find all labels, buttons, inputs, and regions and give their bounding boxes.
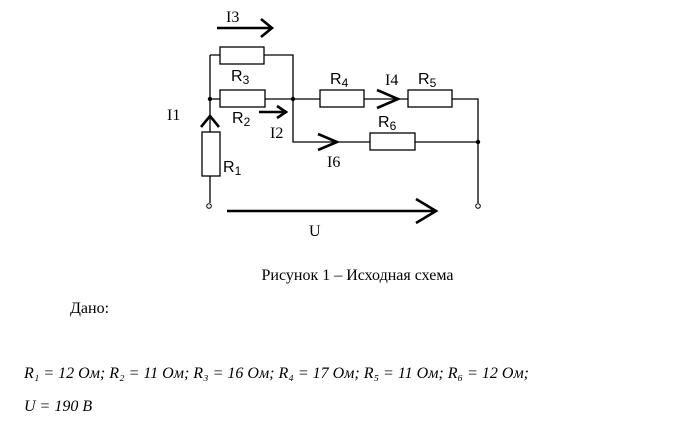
label-i2: I2 [270, 125, 283, 142]
label-r2: R2 [232, 110, 251, 129]
arrow-i4 [376, 88, 402, 110]
arrow-u [227, 197, 439, 225]
label-r5: R5 [418, 71, 437, 90]
arrow-i3 [217, 17, 275, 39]
arrow-i1 [199, 113, 221, 128]
arrow-i6 [317, 132, 341, 152]
label-i6: I6 [327, 154, 340, 171]
label-r6: R6 [378, 114, 397, 133]
resistor-r6 [369, 132, 416, 151]
resistor-r1 [201, 131, 221, 177]
node [290, 96, 296, 102]
label-i4: I4 [385, 72, 398, 89]
label-u: U [309, 223, 321, 240]
label-r3: R3 [231, 68, 250, 87]
resistor-r2 [219, 89, 266, 108]
resistor-r5 [407, 89, 453, 108]
arrow-i2 [259, 104, 289, 120]
circuit-diagram: I3 I1 I2 I4 I6 U R3 R2 R4 R5 R6 R1 [167, 9, 481, 240]
node [475, 139, 481, 145]
label-i3: I3 [226, 9, 239, 26]
label-i1: I1 [167, 107, 180, 124]
given-title: Дано: [70, 300, 110, 317]
figure-caption: Рисунок 1 – Исходная схема [261, 267, 454, 284]
terminal-left [206, 203, 212, 209]
given-resistances: R₁ = 12 Ом; R₂ = 11 Ом; R₃ = 16 Ом; R₄ =… [24, 365, 529, 382]
terminal-right [475, 203, 481, 209]
node [207, 96, 213, 102]
resistor-r4 [319, 89, 365, 108]
label-r4: R4 [330, 71, 349, 90]
resistor-r3 [219, 46, 265, 65]
given-voltage: U = 190 B [24, 398, 93, 415]
label-r1: R1 [223, 159, 242, 178]
